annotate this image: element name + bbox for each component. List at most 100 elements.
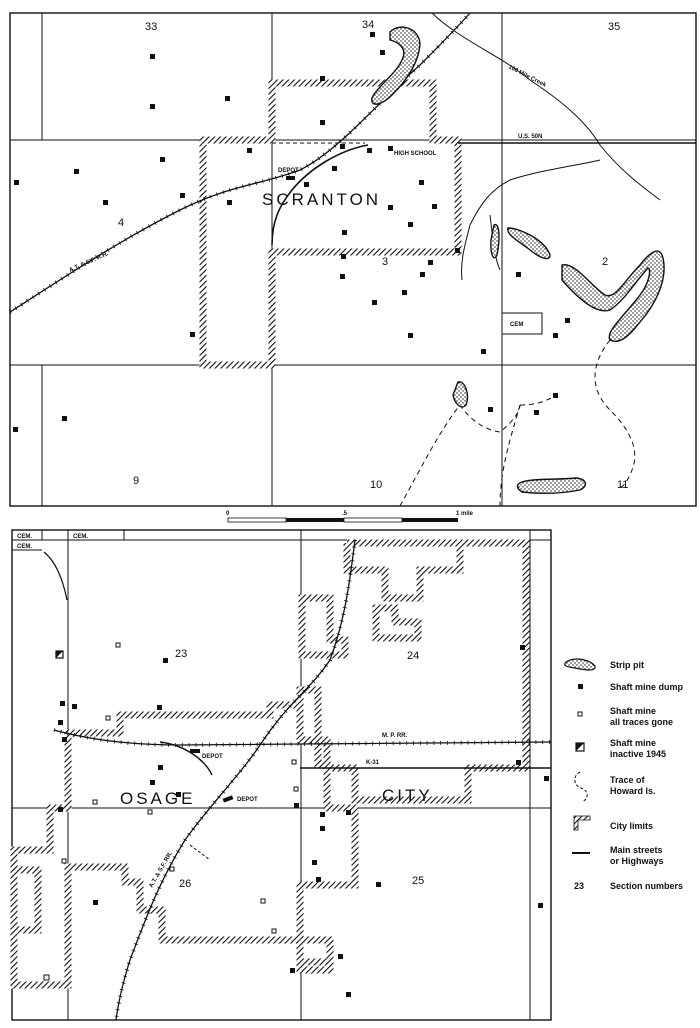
osage-cemetery-label-2: CEM. [73, 534, 88, 540]
high-school-label: HIGH SCHOOL [394, 151, 437, 157]
legend-label-line: or Highways [610, 856, 664, 866]
osage-atsf-railroad [114, 539, 357, 1021]
scale-tick-half: .5 [342, 511, 348, 517]
legend-label: Trace of Howard ls. [610, 775, 656, 796]
section-number: 4 [118, 217, 124, 229]
legend-label-line: Shaft mine [610, 706, 656, 716]
mine-gone [260, 898, 266, 904]
city-town-label: CITY [382, 786, 433, 805]
section-number: 23 [175, 648, 187, 660]
scranton-cemetery-box [501, 312, 543, 335]
mine-dump [516, 272, 521, 277]
scranton-main-streets [271, 142, 696, 246]
mine-dump [13, 427, 18, 432]
osage-section-numbers: 23 24 26 25 [175, 648, 424, 890]
scranton-depot-marker [286, 176, 295, 180]
osage-shaft-mine-gone [43, 642, 299, 981]
osage-map-frame [11, 529, 552, 1021]
mine-dump [160, 157, 165, 162]
scale-bar-segment [227, 517, 287, 523]
mine-dump [227, 200, 232, 205]
section-number: 26 [179, 878, 191, 890]
mine-gone [92, 799, 98, 805]
section-number: 35 [608, 21, 620, 33]
legend-label: Shaft mine all traces gone [610, 706, 673, 727]
mine-dump [180, 193, 185, 198]
mine-dump [346, 810, 351, 815]
section-number-icon: 23 [574, 881, 584, 891]
mine-dump [332, 166, 337, 171]
shaft-mine-inactive-icon [575, 742, 585, 752]
mine-dump [341, 254, 346, 259]
scale-bar-segment [286, 518, 344, 522]
scranton-city-limits [199, 79, 462, 369]
scranton-howard-trace [399, 339, 636, 507]
mine-dump [158, 765, 163, 770]
mine-dump [60, 701, 65, 706]
mine-gone [105, 715, 111, 721]
mine-dump [290, 968, 295, 973]
mine-dump [408, 222, 413, 227]
mine-gone [271, 928, 277, 934]
legend-label-line: Trace of [610, 775, 646, 785]
mine-inactive-fill [56, 651, 63, 658]
osage-railroads-streets [53, 728, 552, 776]
scranton-town-label: SCRANTON [262, 190, 381, 209]
mine-dump [340, 274, 345, 279]
mine-dump [367, 148, 372, 153]
section-number: 9 [133, 475, 139, 487]
section-number: 24 [407, 650, 419, 662]
strip-pit-icon [564, 658, 596, 671]
legend-label: Section numbers [610, 881, 683, 891]
osage-depot-label-1: DEPOT [202, 754, 223, 760]
mine-dump [380, 50, 385, 55]
mine-dump [338, 954, 343, 959]
osage-shaft-mine-dumps [58, 645, 549, 997]
osage-city-limits-north [298, 543, 464, 659]
osage-shaft-mine-inactive [55, 650, 64, 659]
scranton-section-lines [10, 13, 696, 506]
scale-tick-0: 0 [226, 511, 230, 517]
mine-dump [58, 807, 63, 812]
mine-dump [103, 200, 108, 205]
mine-dump [428, 260, 433, 265]
mine-gone [291, 759, 297, 765]
section-number: 10 [370, 479, 382, 491]
scranton-section-numbers: 33 34 35 4 3 2 9 10 11 [118, 19, 628, 491]
mine-dump [408, 333, 413, 338]
legend-label: Shaft mine dump [610, 682, 684, 692]
osage-city-limits [10, 539, 530, 989]
mine-dump [553, 393, 558, 398]
mine-dump [370, 32, 375, 37]
k31-label: K-31 [366, 760, 380, 766]
scale-bar: 0 .5 1 mile [226, 511, 474, 523]
mine-dump [14, 180, 19, 185]
section-number: 25 [412, 875, 424, 887]
scale-bar-segment [343, 517, 403, 523]
mine-dump [372, 300, 377, 305]
railroad-label: A.T. & S.F. R.R. [68, 251, 109, 274]
legend-label: City limits [610, 821, 653, 831]
creek-label: 100 Mile Creek [507, 64, 547, 89]
legend-label: Strip pit [610, 660, 644, 670]
mine-dump [150, 780, 155, 785]
scranton-shaft-mine-dumps [13, 32, 570, 432]
legend-label-line: inactive 1945 [610, 749, 666, 759]
mine-dump [538, 903, 543, 908]
shaft-mine-dump-icon [578, 684, 583, 689]
osage-town-label: OSAGE [120, 789, 195, 808]
mine-dump [58, 720, 63, 725]
highway-label: U.S. 50N [518, 134, 542, 140]
mine-dump [72, 704, 77, 709]
scranton-strip-pits [371, 26, 665, 495]
mine-dump [342, 230, 347, 235]
mine-dump [294, 803, 299, 808]
scale-bar-segment [402, 518, 458, 522]
mine-dump [544, 776, 549, 781]
mine-dump [376, 882, 381, 887]
mine-dump [163, 658, 168, 663]
mine-dump [304, 182, 309, 187]
mine-dump [316, 877, 321, 882]
osage-cemetery-label-3: CEM. [17, 544, 32, 550]
mine-dump [176, 792, 181, 797]
